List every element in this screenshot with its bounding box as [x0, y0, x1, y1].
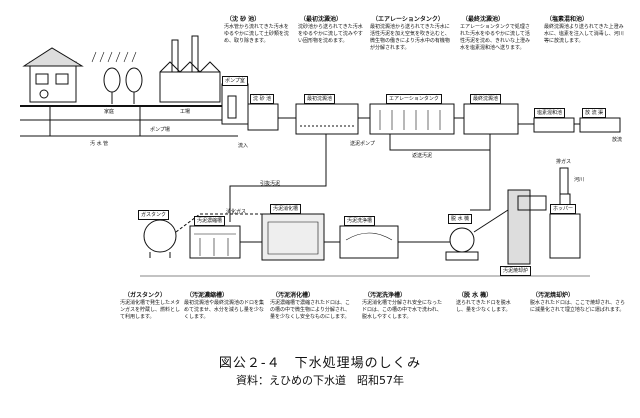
home-label: 家庭 [104, 109, 115, 115]
note-incinerator-title: （汚泥焼却炉） [532, 292, 575, 299]
note-chlorine-title: （塩素混和池） [546, 16, 589, 23]
sewer-label: 汚 水 管 [90, 141, 109, 147]
note-thickener-title: （汚泥濃縮槽） [186, 292, 229, 299]
figure-caption: 図公２-４ 下水処理場のしくみ [218, 356, 422, 371]
digest-gas-label: 消化ガス [226, 209, 247, 215]
note-washer-title: （汚泥洗浄槽） [364, 292, 407, 299]
return-sludge-label: 返送汚泥 [412, 153, 433, 159]
sludge-pump-label: 送泥ポンプ [350, 141, 375, 147]
note-aeration-title: （エアレーションタンク） [372, 16, 444, 23]
note-washer-text: 汚泥消化槽で分解され安全になったドロは、この槽の中で水で洗われ、脱水しやすくしま… [362, 300, 443, 320]
gas-tank-label: ガスタンク [138, 210, 170, 220]
note-dewater-title: （脱 水 機） [458, 292, 493, 299]
figure-source: 資料：えひめの下水道 昭和57年 [236, 374, 404, 387]
factory-label: 工場 [180, 109, 191, 115]
note-incinerator-text: 脱水されたドロは、ここで焼却され、さらに減量化されて埋立地などに運ばれます。 [530, 300, 626, 313]
note-digester-text: 汚泥濃縮槽で濃縮されたドロは、この槽の中で微生物により分解され、量を少なくし安全… [270, 300, 351, 320]
hopper-label: ホッパー [550, 204, 577, 214]
note-gas-tank-text: 汚泥消化槽で発生したメタンガスを貯蔵し、燃料として利用します。 [120, 300, 181, 320]
factory-illustration [159, 35, 221, 103]
note-gas-tank-title: （ガスタンク） [124, 292, 167, 299]
dewater-label: 脱 水 機 [448, 214, 473, 224]
incinerator-label: 汚泥焼却炉 [500, 266, 532, 276]
house-illustration [22, 47, 84, 103]
note-digester-title: （汚泥消化槽） [272, 292, 315, 299]
final-clarifier-label: 最終沈澱池 [470, 94, 502, 104]
washer-label: 汚泥洗浄槽 [344, 216, 376, 226]
river-label: 河川 [574, 177, 585, 183]
note-chlorine-text: 最終沈澱池より送られてきた上澄み水に、塩素を注入して消毒し、河川等に放流します。 [544, 24, 624, 44]
thickener-label: 汚泥濃縮槽 [194, 216, 226, 226]
trees-illustration [103, 67, 143, 104]
note-grit-title: （沈 砂 池） [226, 16, 261, 23]
gas-tank-shape [143, 219, 177, 258]
note-final-text: エアレーションタンクで処理された汚水をゆるやかに流して活性汚泥を沈め、きれいな上… [460, 24, 531, 51]
exhaust-gas-label: 排ガス [556, 159, 572, 165]
digester-label: 汚泥消化槽 [270, 204, 302, 214]
note-aeration-text: 最初沈澱池から送られてきた汚水に活性汚泥を加え空気を吹き込むと、微生物の働きによ… [370, 24, 450, 51]
note-final-title: （最終沈澱池） [462, 16, 505, 23]
note-primary-text: 沈砂池から送られてきた汚水をゆるやかに流して沈みやすい固形物を沈めます。 [298, 24, 363, 44]
note-primary-title: （最初沈澱池） [300, 16, 343, 23]
grit-chamber-label: 沈 砂 池 [250, 94, 275, 104]
pump-room-label: ポンプ室 [222, 76, 248, 86]
primary-clarifier-label: 最初沈澱池 [304, 94, 336, 104]
pump-station-label: ポンプ場 [150, 127, 170, 133]
chlorine-tank-label: 塩素混和池 [534, 108, 566, 118]
discharge-channel-label: 放 流 渠 [582, 108, 607, 118]
note-grit-text: 汚水管から流れてきた汚水をゆるやかに流して土砂類を沈め、取り除きます。 [224, 24, 289, 44]
aeration-tank-label: エアレーションタンク [386, 94, 442, 104]
note-thickener-text: 最初沈澱池や最終沈澱池のドロを集めて沈ませ、水分を減らし量を少なくします。 [184, 300, 265, 320]
inflow-label: 流入 [238, 143, 249, 149]
note-dewater-text: 送られてきたドロを脱水し、量を少なくします。 [456, 300, 511, 313]
raw-sludge-label: 引抜汚泥 [260, 181, 281, 187]
outflow-label: 放流 [612, 137, 623, 143]
